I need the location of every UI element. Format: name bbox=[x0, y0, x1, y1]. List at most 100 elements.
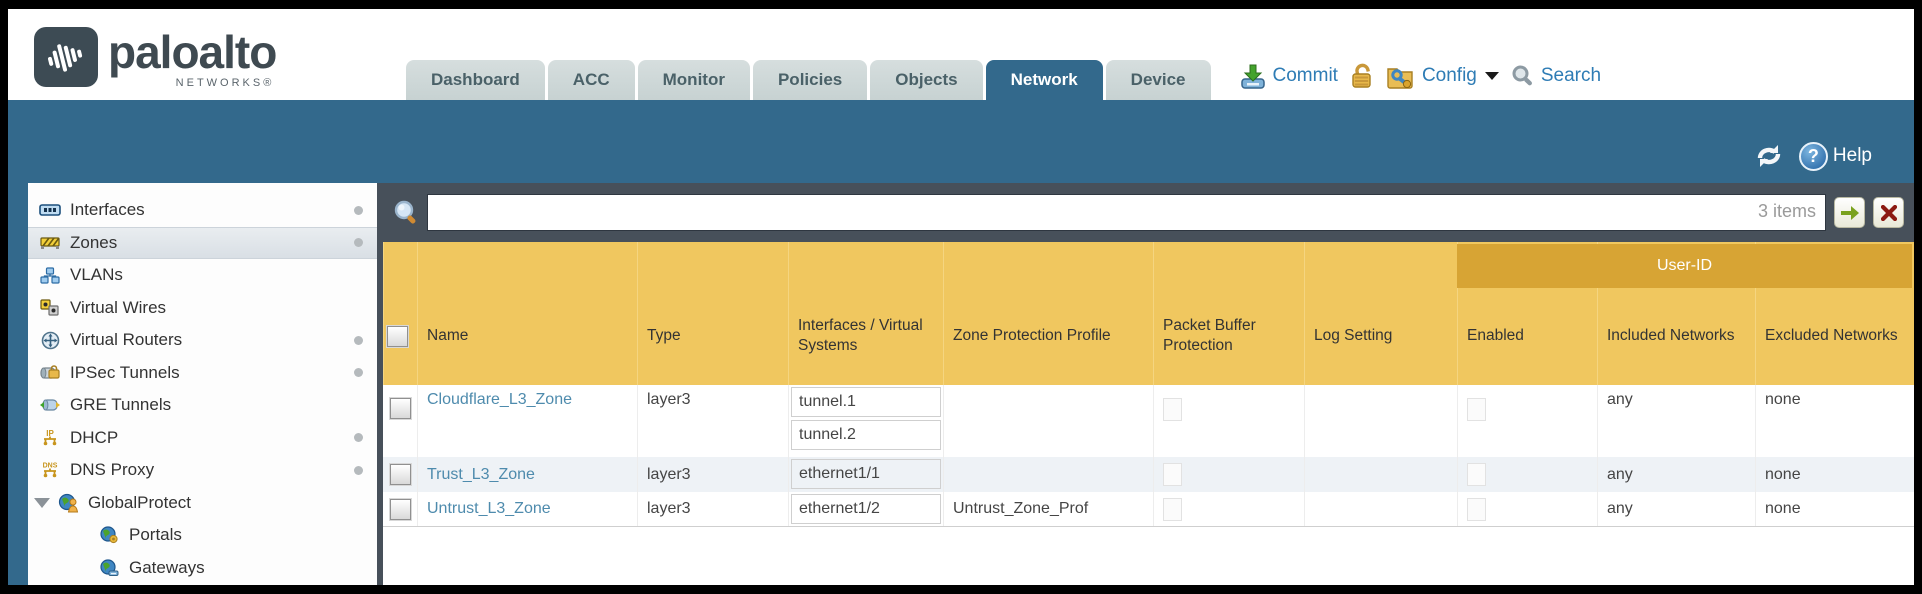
user-id-enabled-checkbox[interactable] bbox=[1467, 463, 1486, 486]
column-header-included-networks[interactable]: Included Networks bbox=[1597, 242, 1755, 385]
log-setting-cell bbox=[1304, 492, 1457, 526]
zone-protection-profile-cell bbox=[943, 385, 1153, 457]
header-toolbar: Commit Config bbox=[1239, 62, 1601, 100]
commit-icon bbox=[1240, 64, 1265, 89]
column-header-interfaces[interactable]: Interfaces / Virtual Systems bbox=[788, 242, 943, 385]
tab-device[interactable]: Device bbox=[1105, 60, 1211, 100]
sidebar-content-divider bbox=[377, 183, 383, 585]
sidebar-item-virtual-routers[interactable]: Virtual Routers bbox=[28, 324, 377, 357]
gateways-icon bbox=[97, 558, 121, 578]
user-id-enabled-cell bbox=[1457, 385, 1597, 457]
expand-triangle-icon[interactable] bbox=[34, 497, 50, 508]
tab-objects[interactable]: Objects bbox=[870, 60, 983, 100]
portals-icon bbox=[97, 525, 121, 545]
included-networks-cell: any bbox=[1597, 385, 1755, 457]
sidebar-item-interfaces[interactable]: Interfaces bbox=[28, 194, 377, 227]
interfaces-icon bbox=[38, 200, 62, 220]
column-header-packet-buffer-protection[interactable]: Packet Buffer Protection bbox=[1153, 242, 1304, 385]
packet-buffer-protection-checkbox[interactable] bbox=[1163, 497, 1182, 521]
interface-item: ethernet1/2 bbox=[791, 494, 941, 524]
tab-monitor[interactable]: Monitor bbox=[637, 60, 750, 100]
sidebar-item-gre-tunnels[interactable]: GRE Tunnels bbox=[28, 389, 377, 422]
blue-band: ? Help bbox=[8, 100, 1914, 183]
included-networks-cell: any bbox=[1597, 457, 1755, 492]
sidebar-item-portals[interactable]: Portals bbox=[28, 519, 377, 552]
tab-acc[interactable]: ACC bbox=[547, 60, 635, 100]
sidebar-item-virtual-wires[interactable]: Virtual Wires bbox=[28, 292, 377, 325]
tab-policies[interactable]: Policies bbox=[752, 60, 868, 100]
packet-buffer-protection-checkbox[interactable] bbox=[1163, 398, 1182, 421]
row-select-cell bbox=[383, 457, 417, 492]
global-search-button[interactable]: Search bbox=[1511, 64, 1601, 88]
refresh-icon[interactable] bbox=[1753, 141, 1785, 171]
row-checkbox[interactable] bbox=[388, 497, 412, 521]
virtual-routers-icon bbox=[38, 330, 62, 350]
main-nav-tabs: Dashboard ACC Monitor Policies Objects N… bbox=[406, 60, 1211, 100]
interfaces-cell: tunnel.1 tunnel.2 bbox=[788, 385, 943, 457]
network-sidebar: Interfaces Zones VLANs bbox=[28, 183, 377, 585]
zone-name-link[interactable]: Untrust_L3_Zone bbox=[427, 500, 551, 517]
apply-filter-button[interactable] bbox=[1834, 197, 1865, 228]
interfaces-cell: ethernet1/2 bbox=[788, 492, 943, 526]
table-row: Cloudflare_L3_Zone layer3 tunnel.1 tunne… bbox=[383, 385, 1914, 457]
row-checkbox[interactable] bbox=[388, 463, 412, 486]
help-button[interactable]: ? Help bbox=[1798, 141, 1872, 171]
sidebar-item-dns-proxy[interactable]: DNS DNS Proxy bbox=[28, 454, 377, 487]
green-arrow-icon bbox=[1840, 205, 1859, 220]
sidebar-item-gateways[interactable]: Gateways bbox=[28, 552, 377, 585]
select-all-checkbox[interactable] bbox=[386, 324, 409, 348]
lock-icon[interactable] bbox=[1350, 63, 1374, 90]
column-header-name[interactable]: Name bbox=[417, 242, 637, 385]
row-select-cell bbox=[383, 492, 417, 526]
help-label: Help bbox=[1832, 145, 1872, 166]
column-header-log-setting[interactable]: Log Setting bbox=[1304, 242, 1457, 385]
table-row: Trust_L3_Zone layer3 ethernet1/1 any non… bbox=[383, 457, 1914, 492]
soundwave-bars-icon bbox=[47, 44, 83, 72]
packet-buffer-protection-cell bbox=[1153, 457, 1304, 492]
zone-name-link[interactable]: Trust_L3_Zone bbox=[427, 465, 535, 483]
content-filler bbox=[383, 527, 1914, 585]
interface-item: tunnel.1 bbox=[791, 387, 941, 417]
tab-network[interactable]: Network bbox=[985, 60, 1103, 100]
config-label: Config bbox=[1421, 65, 1477, 86]
column-header-enabled[interactable]: Enabled bbox=[1457, 242, 1597, 385]
row-checkbox[interactable] bbox=[388, 397, 412, 420]
column-header-zone-protection-profile[interactable]: Zone Protection Profile bbox=[943, 242, 1153, 385]
sidebar-item-zones[interactable]: Zones bbox=[28, 226, 377, 259]
filter-input[interactable] bbox=[427, 194, 1826, 231]
paloalto-logo: paloalto NETWORKS® bbox=[34, 26, 277, 89]
dns-proxy-icon: DNS bbox=[38, 460, 62, 480]
red-x-icon bbox=[1880, 204, 1897, 221]
virtual-wires-icon bbox=[38, 298, 62, 318]
user-id-enabled-checkbox[interactable] bbox=[1467, 398, 1486, 421]
search-icon bbox=[1512, 65, 1532, 86]
zone-protection-profile-cell: Untrust_Zone_Prof bbox=[943, 492, 1153, 526]
config-menu-button[interactable]: Config bbox=[1386, 63, 1499, 90]
commit-button[interactable]: Commit bbox=[1239, 62, 1338, 90]
table-row: Untrust_L3_Zone layer3 ethernet1/2 Untru… bbox=[383, 492, 1914, 527]
status-dot bbox=[354, 238, 363, 248]
row-select-cell bbox=[383, 385, 417, 457]
sidebar-item-globalprotect[interactable]: GlobalProtect bbox=[28, 487, 377, 520]
paloalto-logo-icon bbox=[34, 27, 98, 87]
interface-item: tunnel.2 bbox=[791, 420, 941, 450]
sidebar-item-vlans[interactable]: VLANs bbox=[28, 259, 377, 292]
zone-name-link[interactable]: Cloudflare_L3_Zone bbox=[427, 391, 572, 408]
sidebar-item-dhcp[interactable]: IP DHCP bbox=[28, 422, 377, 455]
body-region: Interfaces Zones VLANs bbox=[8, 183, 1914, 585]
status-dot bbox=[354, 205, 363, 215]
globalprotect-icon bbox=[56, 493, 80, 513]
packet-buffer-protection-checkbox[interactable] bbox=[1163, 463, 1182, 486]
interfaces-cell: ethernet1/1 bbox=[788, 457, 943, 492]
column-header-type[interactable]: Type bbox=[637, 242, 788, 385]
interface-item: ethernet1/1 bbox=[791, 459, 941, 489]
commit-label: Commit bbox=[1272, 65, 1338, 86]
zones-table-header: User-ID Name Type Interfaces / Virtual S… bbox=[383, 242, 1914, 385]
user-id-enabled-checkbox[interactable] bbox=[1467, 497, 1486, 521]
brand-name: paloalto bbox=[108, 26, 277, 78]
tab-dashboard[interactable]: Dashboard bbox=[406, 60, 545, 100]
sidebar-item-ipsec-tunnels[interactable]: IPSec Tunnels bbox=[28, 357, 377, 390]
clear-filter-button[interactable] bbox=[1873, 197, 1904, 228]
column-header-excluded-networks[interactable]: Excluded Networks bbox=[1755, 242, 1914, 385]
